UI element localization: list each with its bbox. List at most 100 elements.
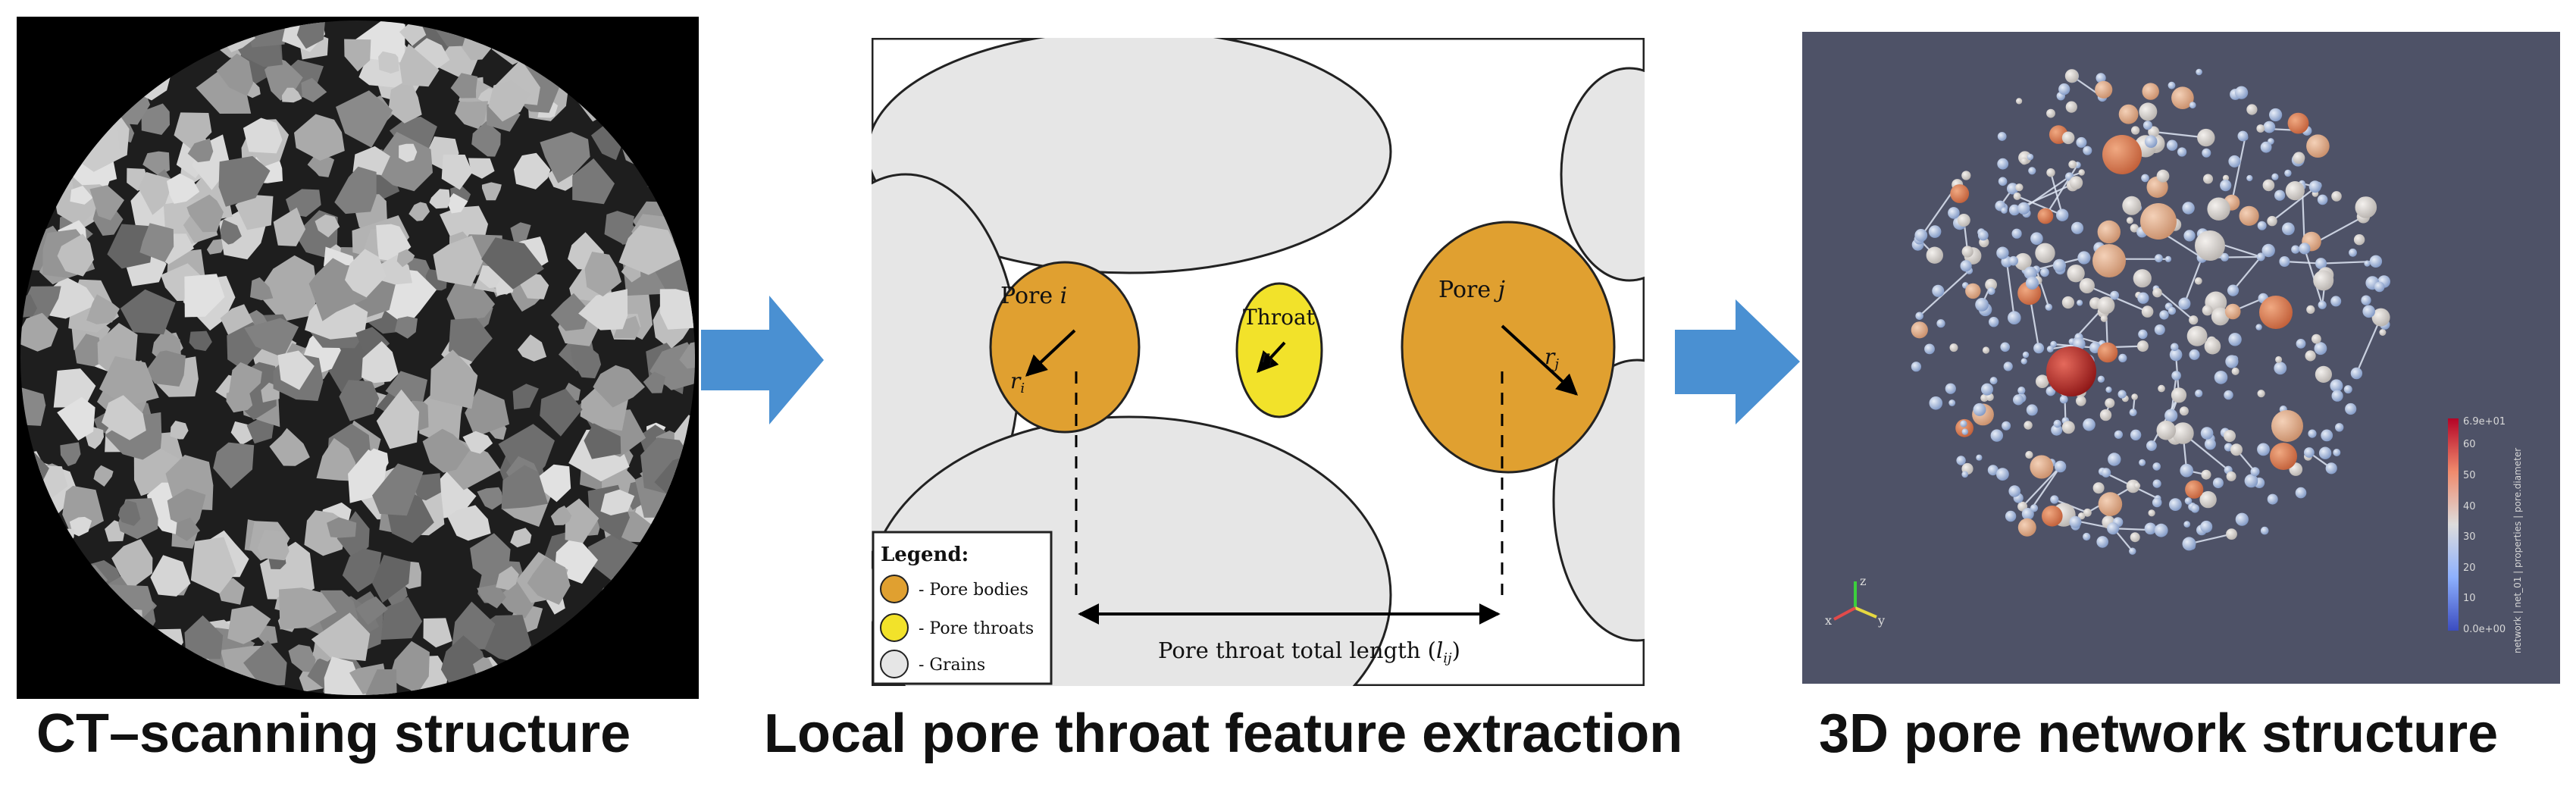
pore-sphere: [2185, 480, 2204, 499]
pore-sphere: [2096, 73, 2106, 83]
pore-sphere: [2061, 131, 2075, 145]
ct-grain: [277, 350, 315, 390]
pore-sphere: [2144, 135, 2158, 148]
ct-grain: [390, 116, 437, 156]
pore-sphere: [2201, 469, 2211, 480]
ct-grain: [316, 437, 356, 481]
ct-grain: [593, 365, 645, 408]
flow-arrow-1: [701, 296, 824, 424]
pore-sphere: [2194, 277, 2202, 285]
pore-sphere: [2158, 384, 2165, 393]
pore-sphere: [2226, 471, 2236, 481]
pore-sphere: [2349, 248, 2357, 257]
pore-sphere: [1948, 207, 1960, 219]
length-label: Pore throat total length (lij): [1158, 637, 1460, 666]
ct-grain: [450, 73, 478, 99]
pore-sphere: [2130, 224, 2139, 233]
pore-sphere: [2267, 215, 2277, 227]
pore-sphere: [1914, 229, 1928, 242]
pore-sphere: [1987, 465, 1999, 476]
pore-sphere: [1996, 468, 2009, 481]
ct-grain: [167, 488, 206, 530]
ct-grain: [139, 223, 174, 262]
pore-sphere: [2105, 398, 2115, 409]
ct-grain: [170, 421, 189, 440]
pore-sphere: [2114, 430, 2123, 439]
pore-sphere: [2027, 153, 2034, 161]
pore-sphere: [2177, 147, 2187, 157]
pore-sphere: [2179, 406, 2189, 416]
network-throat: [2271, 184, 2319, 222]
pore-sphere: [2152, 287, 2162, 298]
pore-sphere: [2040, 268, 2049, 277]
pore-sphere: [2186, 326, 2208, 346]
ct-grain: [99, 356, 159, 406]
pore-sphere: [2067, 265, 2085, 283]
network-throat: [2284, 260, 2321, 265]
pore-sphere: [2083, 508, 2092, 517]
pore-sphere: [2008, 485, 2020, 497]
pore-sphere: [2016, 98, 2023, 105]
pore-sphere: [1961, 171, 1971, 180]
pore-sphere: [2335, 423, 2344, 432]
pore-sphere: [2284, 169, 2292, 177]
pore-sphere: [2180, 463, 2193, 478]
ct-grain: [513, 152, 551, 190]
pore-sphere: [2133, 482, 2141, 489]
pore-sphere: [1936, 319, 1945, 328]
ct-grain: [243, 640, 287, 686]
pore-sphere: [2222, 174, 2230, 181]
ct-grain: [20, 312, 58, 352]
network-throat: [2035, 269, 2050, 308]
pore-sphere: [2022, 351, 2030, 359]
ct-grain: [336, 90, 393, 148]
pore-sphere: [2197, 128, 2215, 147]
pore-sphere: [2064, 69, 2079, 83]
colorbar-tick: 30: [2463, 531, 2476, 543]
pore-sphere: [2321, 429, 2333, 442]
pore-sphere: [2296, 339, 2306, 349]
pore-sphere: [2108, 453, 2121, 466]
ct-grain: [584, 252, 622, 297]
pore-sphere: [2011, 228, 2022, 239]
ct-grain: [355, 596, 388, 625]
pore-sphere: [2046, 346, 2054, 352]
pore-sphere: [2014, 252, 2032, 271]
pore-sphere: [2262, 179, 2275, 192]
ct-grain: [218, 155, 271, 207]
ct-grain: [334, 166, 377, 215]
pore-sphere-large: [2271, 410, 2303, 442]
axes-triad: z y x: [1825, 574, 1885, 628]
ct-grain: [550, 293, 591, 331]
pore-sphere: [2129, 409, 2137, 417]
legend-title: Legend:: [881, 543, 969, 566]
ct-grain: [388, 78, 422, 124]
pore-sphere: [2291, 245, 2300, 254]
ct-grain: [311, 612, 371, 661]
ct-grain: [408, 202, 430, 221]
colorbar: 6.9e+01 60 50 40 30 20 10 0.0e+00 networ…: [2448, 416, 2523, 653]
colorbar-max: 6.9e+01: [2463, 416, 2506, 428]
pore-sphere: [1928, 225, 1942, 238]
ct-grain: [93, 465, 114, 487]
pore-sphere: [1948, 399, 1956, 406]
pore-sphere-large: [2259, 296, 2293, 329]
pore-sphere: [2171, 86, 2194, 109]
pore-sphere: [2035, 243, 2055, 263]
colorbar-title: network | net_01 | properties | pore.dia…: [2512, 448, 2523, 653]
pore-sphere: [2110, 290, 2119, 300]
pore-sphere: [2318, 300, 2327, 309]
radius-arrow-throat: [1257, 341, 1286, 374]
pore-sphere: [1998, 177, 2008, 186]
network-throat: [2303, 248, 2324, 305]
colorbar-min: 0.0e+00: [2463, 624, 2506, 635]
pore-sphere: [2017, 387, 2026, 395]
pore-sphere: [2133, 269, 2152, 288]
network-throat: [1918, 270, 1970, 317]
network-throat: [2355, 317, 2382, 374]
pore-sphere: [2202, 305, 2213, 316]
throat-label: Throat: [1243, 305, 1316, 330]
pore-sphere: [2028, 167, 2036, 175]
pore-sphere: [2274, 362, 2287, 375]
ct-grain: [339, 380, 380, 421]
